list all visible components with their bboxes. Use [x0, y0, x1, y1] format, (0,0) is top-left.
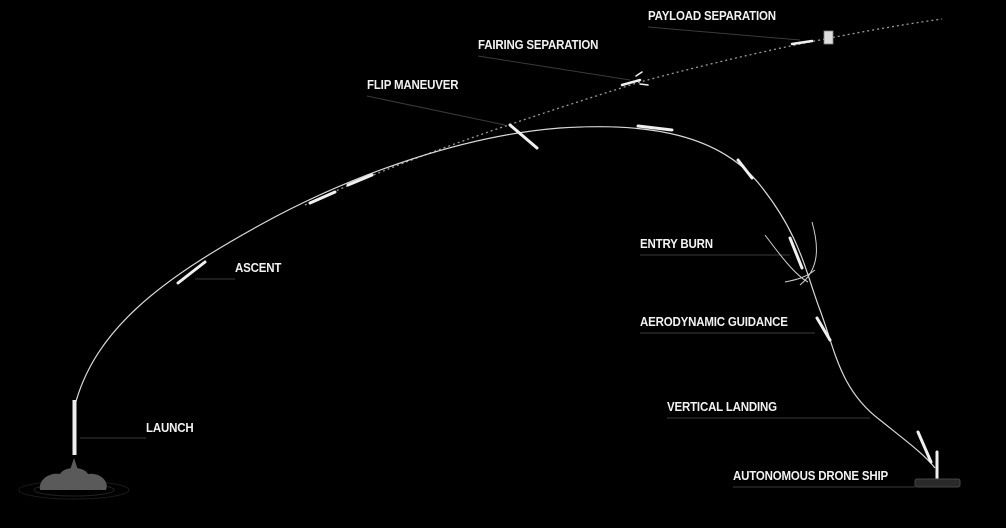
label-payload-separation: PAYLOAD SEPARATION	[648, 9, 776, 23]
guidance-booster	[815, 316, 832, 342]
payload-satellite	[823, 30, 834, 45]
leader-lines	[80, 26, 915, 488]
label-fairing-separation: FAIRING SEPARATION	[478, 38, 599, 52]
label-flip-maneuver: FLIP MANEUVER	[367, 78, 459, 92]
label-drone-ship: AUTONOMOUS DRONE SHIP	[733, 469, 889, 483]
ascent-rockets	[176, 123, 939, 480]
label-aerodynamic-guidance: AERODYNAMIC GUIDANCE	[640, 315, 788, 329]
label-entry-burn: ENTRY BURN	[640, 237, 713, 251]
second-stage-trajectory	[304, 18, 943, 206]
landing-booster	[916, 430, 933, 464]
launch-rocket	[72, 400, 77, 455]
drone-ship	[914, 478, 961, 488]
label-launch: LAUNCH	[146, 421, 194, 435]
entry-burn-plume	[764, 221, 817, 286]
entry-burn-booster	[788, 236, 804, 270]
label-ascent: ASCENT	[235, 261, 282, 275]
booster-trajectory	[74, 126, 936, 469]
launch-plume	[18, 458, 130, 500]
label-vertical-landing: VERTICAL LANDING	[667, 400, 777, 414]
second-stage-elements	[620, 39, 814, 87]
flip-booster	[508, 123, 539, 150]
